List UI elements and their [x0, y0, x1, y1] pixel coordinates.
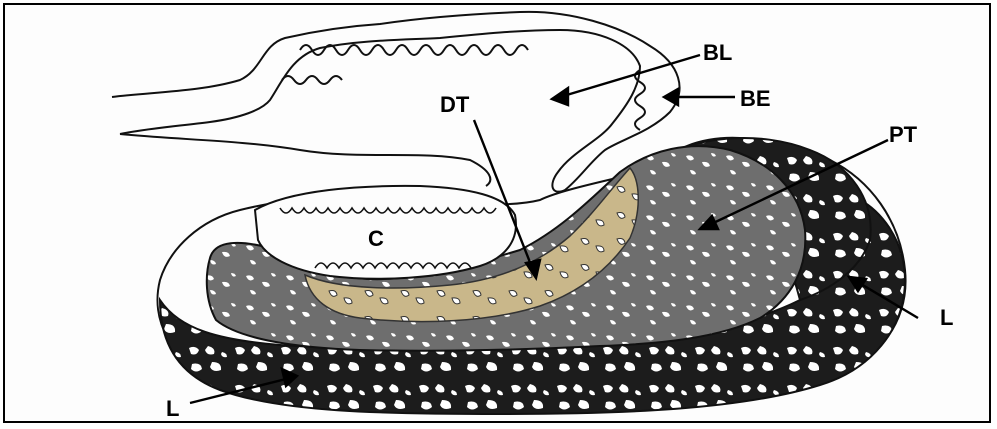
- label-be: BE: [740, 88, 771, 110]
- label-pt: PT: [889, 124, 917, 146]
- bowman-capsule: [112, 12, 680, 192]
- label-c: C: [368, 228, 384, 250]
- arrowhead-bl: [552, 88, 568, 105]
- arrowhead-be: [664, 89, 678, 105]
- label-bl: BL: [703, 42, 732, 64]
- cavity-c: [255, 186, 516, 279]
- label-dt: DT: [440, 94, 469, 116]
- label-l-right: L: [940, 307, 953, 329]
- label-l-left: L: [166, 398, 179, 420]
